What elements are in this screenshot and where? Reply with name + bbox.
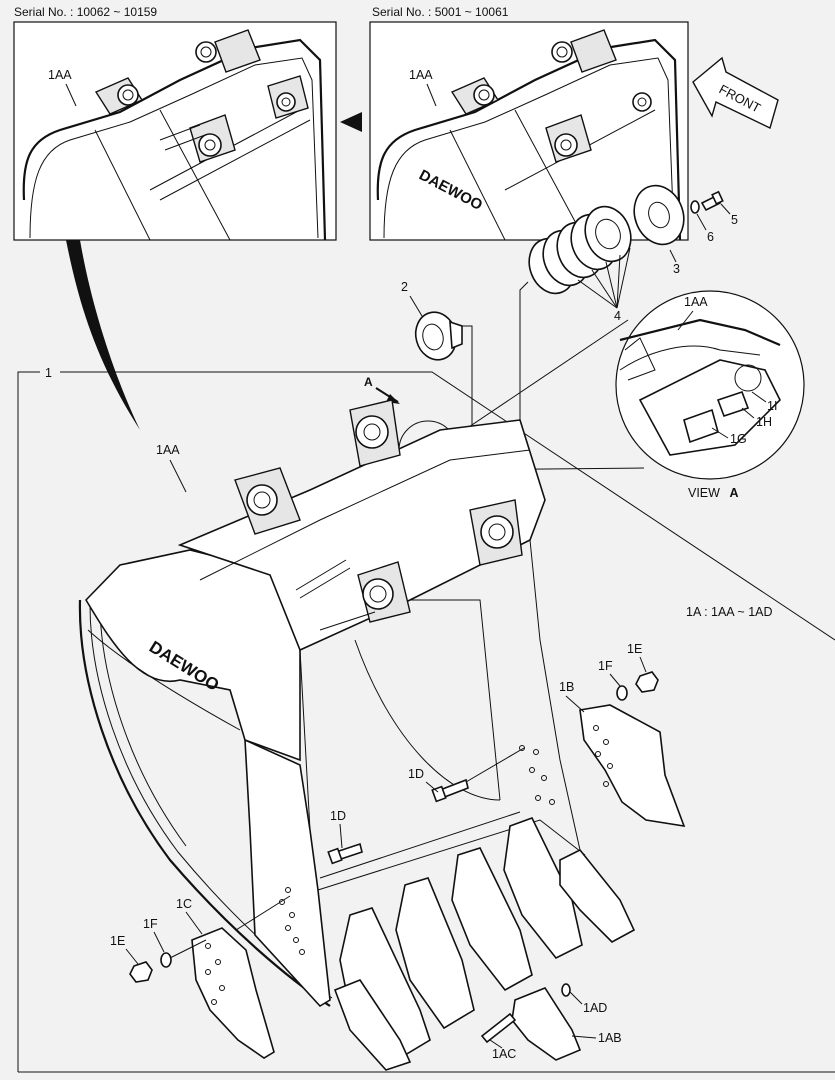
side-plate-bolt-holes — [279, 745, 555, 955]
inset-left-frame — [13, 21, 337, 241]
bolt-1d-lower — [327, 842, 363, 865]
label-part-3: 3 — [673, 262, 680, 276]
callout-1: 1 — [45, 366, 52, 380]
view-a-label-1g: 1G — [730, 432, 747, 446]
nut-1e-left — [129, 961, 153, 983]
bucket-teeth — [333, 817, 636, 1071]
washer-1f-left — [160, 952, 172, 968]
label-part-6: 6 — [707, 230, 714, 244]
side-cutter-1c — [191, 927, 275, 1059]
view-a-label-1i: 1I — [767, 399, 777, 413]
front-arrow: FRONT — [692, 56, 779, 129]
label-part-1b: 1B — [559, 680, 574, 694]
inset-left: Serial No. : 10062 ~ 10159 1AA — [13, 5, 337, 241]
plate-part-3 — [633, 184, 685, 246]
label-part-5: 5 — [731, 213, 738, 227]
label-part-1f-right: 1F — [598, 659, 613, 673]
bolt-1d-upper — [431, 778, 469, 803]
tooth-3 — [451, 847, 533, 992]
view-a-label-1h: 1H — [756, 415, 772, 429]
inset-right: Serial No. : 5001 ~ 10061 DAEWOO 1AA — [369, 5, 689, 241]
inset-left-serial: Serial No. : 10062 ~ 10159 — [14, 5, 157, 19]
pointer-curve-icon — [66, 240, 140, 430]
pin-part-1ac — [480, 1012, 517, 1044]
label-part-1ad: 1AD — [583, 1001, 607, 1015]
nut-1e-right — [635, 671, 659, 693]
tooth-4 — [503, 817, 583, 960]
bucket-main: DAEWOO — [78, 399, 586, 1008]
label-part-1f-left: 1F — [143, 917, 158, 931]
inset-left-label-1aa: 1AA — [48, 68, 72, 82]
kit-note: 1A : 1AA ~ 1AD — [686, 605, 773, 619]
washer-part-6 — [690, 200, 700, 214]
view-a-letter: A — [364, 375, 373, 389]
view-a-label-1aa: 1AA — [684, 295, 708, 309]
label-part-1c: 1C — [176, 897, 192, 911]
bolt-part-5 — [700, 190, 724, 212]
label-part-1aa-main: 1AA — [156, 443, 180, 457]
view-a-title: VIEW A — [688, 486, 738, 500]
view-a-detail — [615, 290, 805, 480]
view-a-title-letter: A — [729, 486, 738, 500]
bucket-thumbnail-left — [22, 29, 327, 241]
washer-1f-right — [616, 685, 628, 701]
pointer-arrow-icon — [340, 112, 362, 132]
exploded-tooth-1ab — [511, 987, 582, 1061]
main-assembly-frame — [17, 371, 835, 1073]
label-part-1d-upper: 1D — [408, 767, 424, 781]
label-part-1e-right: 1E — [627, 642, 642, 656]
inset-right-label-1aa: 1AA — [409, 68, 433, 82]
label-part-4: 4 — [614, 309, 621, 323]
view-a-marker: A — [364, 375, 400, 404]
tooth-2 — [395, 877, 475, 1030]
label-part-2: 2 — [401, 280, 408, 294]
label-part-1e-left: 1E — [110, 934, 125, 948]
bushing-part-2 — [414, 311, 463, 361]
label-part-1ac: 1AC — [492, 1047, 516, 1061]
spacer-stack-part-4 — [528, 205, 632, 295]
tooth-5 — [559, 848, 636, 943]
lock-part-1ad — [561, 983, 571, 997]
label-part-1ab: 1AB — [598, 1031, 622, 1045]
label-part-1d-lower: 1D — [330, 809, 346, 823]
inset-right-serial: Serial No. : 5001 ~ 10061 — [372, 5, 509, 19]
side-cutter-1b — [579, 704, 686, 828]
view-a-title-word: VIEW — [688, 486, 720, 500]
tooth-adapter-1 — [333, 979, 412, 1071]
